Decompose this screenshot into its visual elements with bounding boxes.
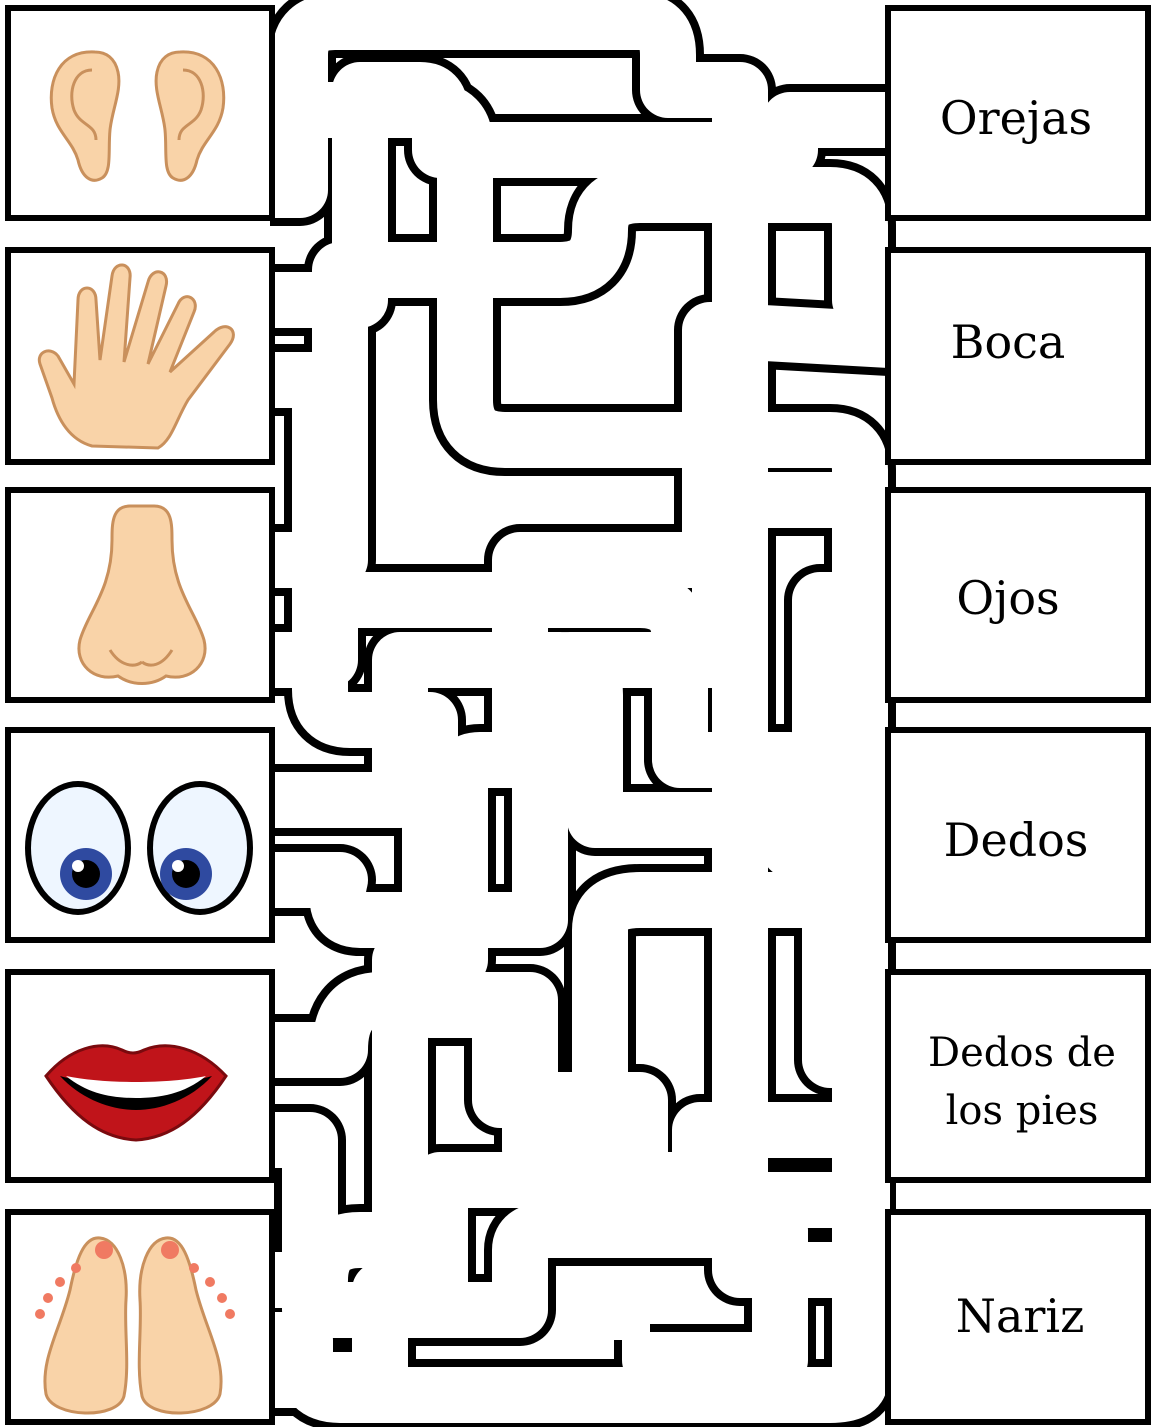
nose-icon [77, 504, 207, 685]
label-orejas: Orejas [940, 91, 1092, 145]
maze-path[interactable] [270, 572, 890, 878]
label-dedos: Dedos [944, 813, 1089, 867]
label-box-nariz[interactable]: Nariz [885, 1209, 1151, 1425]
label-dedos-de-los-pies-line2: los pies [946, 1088, 1099, 1134]
picture-box-mouth[interactable] [5, 969, 275, 1183]
picture-box-eyes[interactable] [5, 727, 275, 943]
maze-path[interactable] [270, 872, 890, 1178]
maze-path[interactable] [270, 167, 890, 588]
picture-box-feet[interactable] [5, 1209, 275, 1425]
maze-paths[interactable] [240, 0, 920, 1427]
ears-icon [49, 50, 226, 182]
picture-box-hand[interactable] [5, 247, 275, 465]
maze-path[interactable] [270, 352, 890, 1228]
label-box-ojos[interactable]: Ojos [885, 487, 1151, 703]
picture-box-ears[interactable] [5, 5, 275, 221]
right-label-column: Orejas Boca Ojos Dedos Dedos de los pies… [885, 5, 1151, 1425]
maze-path[interactable] [270, 1102, 890, 1408]
feet-icon [35, 1236, 235, 1415]
label-box-dedos[interactable]: Dedos [885, 727, 1151, 943]
maze-path[interactable] [270, 302, 892, 1308]
label-box-dedos-de-los-pies[interactable]: Dedos de los pies [885, 969, 1151, 1183]
label-nariz: Nariz [956, 1289, 1085, 1343]
label-dedos-de-los-pies-line1: Dedos de [928, 1030, 1116, 1076]
left-picture-column [5, 5, 275, 1425]
label-ojos: Ojos [956, 571, 1059, 625]
maze-path[interactable] [270, 1112, 808, 1388]
hand-icon [37, 263, 235, 450]
eyes-icon [25, 781, 253, 915]
maze-path[interactable] [270, 62, 890, 328]
picture-box-nose[interactable] [5, 487, 275, 703]
label-box-boca[interactable]: Boca [885, 247, 1151, 465]
maze-path[interactable] [270, 0, 890, 1344]
mouth-icon [44, 1044, 228, 1142]
label-box-orejas[interactable]: Orejas [885, 5, 1151, 221]
label-boca: Boca [951, 315, 1066, 369]
